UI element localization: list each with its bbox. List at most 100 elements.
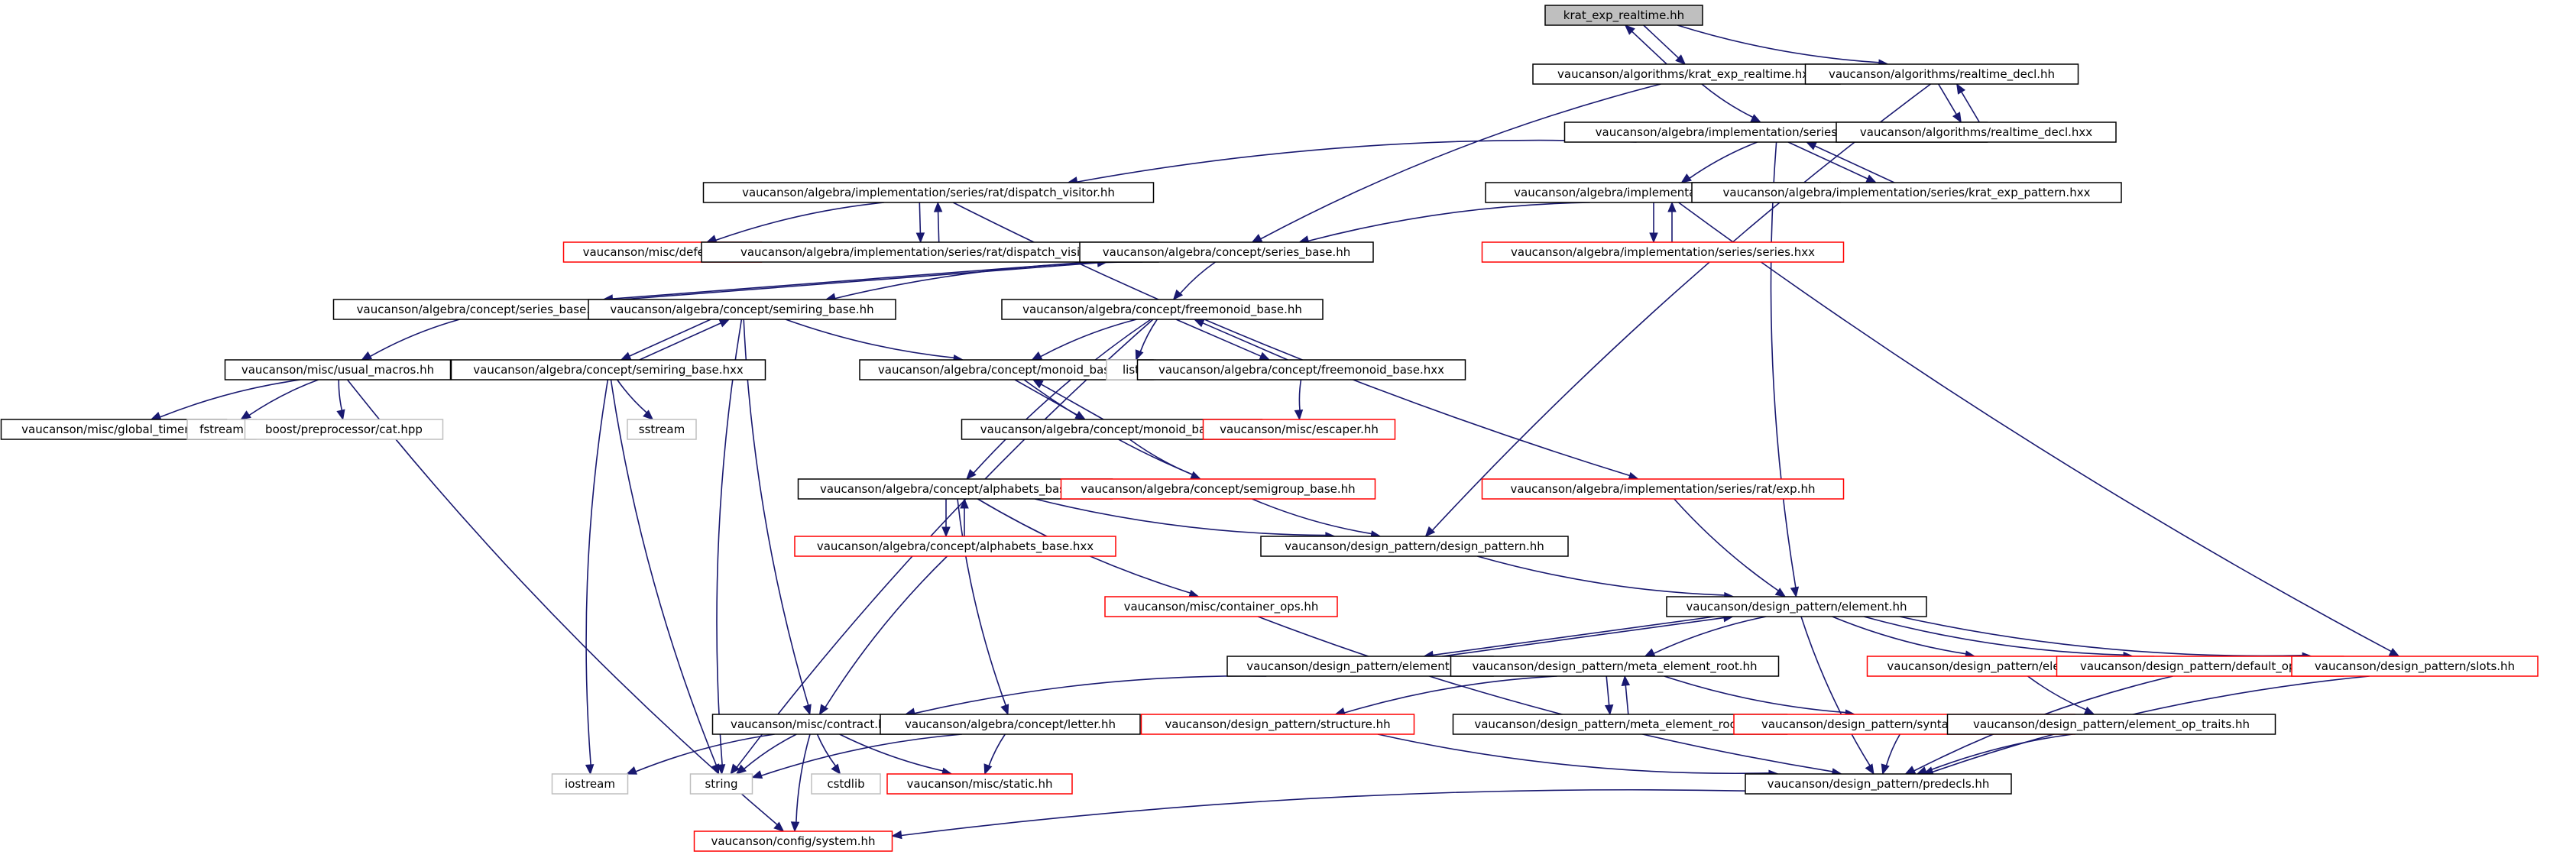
file-node-slots[interactable]: vaucanson/design_pattern/slots.hh <box>2291 656 2539 677</box>
file-node-sb-hh[interactable]: vaucanson/algebra/concept/series_base.hh <box>1079 241 1374 263</box>
file-node-label: vaucanson/algebra/implementation/series/… <box>1723 186 2091 200</box>
edge-line <box>1643 24 1679 59</box>
edge-sb-hh-to-fmb-hh <box>1172 261 1216 300</box>
file-node-contract[interactable]: vaucanson/misc/contract.hh <box>711 714 912 735</box>
file-node-dv-hh[interactable]: vaucanson/algebra/implementation/series/… <box>702 182 1155 203</box>
edge-line <box>1814 145 1895 183</box>
edge-semb-hh-to-semb-hxx <box>620 319 711 361</box>
file-node-box <box>1450 656 1780 677</box>
file-node-box <box>1104 596 1338 617</box>
file-node-sgb-hh[interactable]: vaucanson/algebra/concept/semigroup_base… <box>1060 478 1376 500</box>
edge-series-hxx-to-series-hh <box>1667 201 1677 242</box>
edge-dv-hxx-to-dv-hh <box>933 201 943 243</box>
file-node-cops[interactable]: vaucanson/misc/container_ops.hh <box>1104 596 1338 617</box>
file-node-el-hh[interactable]: vaucanson/design_pattern/element.hh <box>1666 596 1927 617</box>
file-node-system[interactable]: vaucanson/config/system.hh <box>693 830 893 852</box>
edge-line <box>795 733 811 823</box>
file-node-label: vaucanson/misc/container_ops.hh <box>1124 600 1319 614</box>
file-node-ratexp[interactable]: vaucanson/algebra/implementation/series/… <box>1481 478 1845 500</box>
file-node-eot[interactable]: vaucanson/design_pattern/element_op_trai… <box>1946 714 2276 735</box>
file-node-label: vaucanson/design_pattern/meta_element_ro… <box>1474 717 1765 732</box>
file-node-box <box>1136 359 1466 380</box>
file-node-ab-hxx[interactable]: vaucanson/algebra/concept/alphabets_base… <box>794 536 1116 557</box>
file-node-semb-hh[interactable]: vaucanson/algebra/concept/semiring_base.… <box>588 299 896 320</box>
file-node-label: vaucanson/algorithms/realtime_decl.hh <box>1829 67 2055 82</box>
file-node-usual[interactable]: vaucanson/misc/usual_macros.hh <box>224 359 452 380</box>
file-node-dp-hh[interactable]: vaucanson/design_pattern/design_pattern.… <box>1260 536 1569 557</box>
file-node-label: vaucanson/misc/contract.hh <box>731 717 893 731</box>
edge-line <box>1040 319 1137 358</box>
file-node-semb-hxx[interactable]: vaucanson/algebra/concept/semiring_base.… <box>450 359 766 380</box>
file-node-mer-hh[interactable]: vaucanson/design_pattern/meta_element_ro… <box>1450 656 1780 677</box>
file-node-alg-krat-hxx[interactable]: vaucanson/algorithms/krat_exp_realtime.h… <box>1532 63 1841 85</box>
file-node-krat[interactable]: krat_exp_realtime.hh <box>1544 5 1703 26</box>
edge-ab-hxx-to-ab-hh <box>960 497 969 537</box>
file-node-fmb-hxx[interactable]: vaucanson/algebra/concept/freemonoid_bas… <box>1136 359 1466 380</box>
edge-line <box>1377 733 1770 775</box>
edge-line <box>816 733 837 767</box>
file-node-predecls[interactable]: vaucanson/design_pattern/predecls.hh <box>1745 773 2012 795</box>
edge-arrowhead <box>818 704 829 716</box>
edge-arrowhead <box>1644 648 1656 657</box>
edge-line <box>1041 384 1104 420</box>
file-node-label: vaucanson/design_pattern/default_ops.hh <box>2080 659 2320 674</box>
edge-arrowhead <box>1424 526 1436 537</box>
edge-eot-to-predecls <box>1916 733 2073 775</box>
edge-line <box>901 788 1746 837</box>
edge-dv-hh-to-deferrer <box>705 202 885 244</box>
file-node-box <box>797 478 1113 500</box>
file-node-label: vaucanson/algebra/concept/letter.hh <box>905 717 1116 731</box>
edge-line <box>1442 617 1725 657</box>
file-node-label: cstdlib <box>827 777 864 791</box>
edge-fmb-hxx-to-escaper <box>1294 379 1304 421</box>
edge-dv-hh-to-dv-hxx <box>915 202 925 244</box>
file-node-bpcat[interactable]: boost/preprocessor/cat.hpp <box>244 419 444 440</box>
file-node-iostream[interactable]: iostream <box>551 773 629 795</box>
file-node-static[interactable]: vaucanson/misc/static.hh <box>886 773 1073 795</box>
file-node-structure[interactable]: vaucanson/design_pattern/structure.hh <box>1140 714 1415 735</box>
file-node-escaper[interactable]: vaucanson/misc/escaper.hh <box>1202 419 1396 440</box>
file-node-series-hxx[interactable]: vaucanson/algebra/implementation/series/… <box>1481 241 1845 263</box>
edge-semb-hxx-to-string <box>610 379 720 775</box>
file-node-box <box>1481 478 1845 500</box>
file-node-kep-hxx[interactable]: vaucanson/algebra/implementation/series/… <box>1691 182 2122 203</box>
edge-line <box>1800 616 1871 766</box>
edge-arrowhead <box>1675 54 1687 65</box>
file-node-cstdlib[interactable]: cstdlib <box>811 773 881 795</box>
file-node-label: vaucanson/design_pattern/design_pattern.… <box>1285 539 1544 554</box>
file-node-rt-decl-hh[interactable]: vaucanson/algorithms/realtime_decl.hh <box>1804 63 2079 85</box>
file-node-label: vaucanson/algebra/implementation/series/… <box>1511 482 1816 496</box>
file-node-ab-hh[interactable]: vaucanson/algebra/concept/alphabets_base… <box>797 478 1113 500</box>
edge-line <box>1770 141 1797 588</box>
edge-contract-to-iostream <box>626 733 775 775</box>
file-node-letter[interactable]: vaucanson/algebra/concept/letter.hh <box>880 714 1141 735</box>
edge-ab-hxx-to-contract <box>818 555 948 716</box>
file-node-label: vaucanson/algebra/concept/alphabets_base… <box>820 482 1090 497</box>
edge-krat-to-alg-krat-hxx <box>1643 24 1687 65</box>
edge-alg-krat-hxx-to-sb-hh <box>1251 83 1661 243</box>
file-node-rt-decl-hxx[interactable]: vaucanson/algorithms/realtime_decl.hxx <box>1836 121 2117 143</box>
file-node-fmb-hh[interactable]: vaucanson/algebra/concept/freemonoid_bas… <box>1001 299 1324 320</box>
file-node-box <box>1079 241 1374 263</box>
file-node-mb-hh[interactable]: vaucanson/algebra/concept/monoid_base.hh <box>859 359 1154 380</box>
file-node-box <box>627 419 697 440</box>
file-node-el-hxx[interactable]: vaucanson/design_pattern/element.hxx <box>1226 656 1494 677</box>
file-node-string[interactable]: string <box>689 773 753 795</box>
file-node-box <box>1745 773 2012 795</box>
file-node-sstream[interactable]: sstream <box>627 419 697 440</box>
edge-line <box>610 379 718 766</box>
file-node-box <box>332 299 635 320</box>
edge-mer-hh-to-mer-hxx <box>1604 675 1614 716</box>
edge-el-hh-to-mer-hh <box>1644 616 1767 657</box>
file-node-dv-hxx[interactable]: vaucanson/algebra/implementation/series/… <box>701 241 1159 263</box>
edge-semb-hh-to-string <box>716 319 743 775</box>
file-node-box <box>1532 63 1841 85</box>
file-node-box <box>711 714 912 735</box>
edge-semb-hxx-to-semb-hh <box>639 319 731 361</box>
edge-arrowhead <box>1750 114 1762 123</box>
edge-arrowhead <box>1952 112 1962 124</box>
file-node-label: vaucanson/algebra/concept/alphabets_base… <box>817 539 1094 554</box>
edge-line <box>914 675 1267 714</box>
file-node-label: string <box>705 777 737 791</box>
file-node-sb-hxx[interactable]: vaucanson/algebra/concept/series_base.hx… <box>332 299 635 320</box>
